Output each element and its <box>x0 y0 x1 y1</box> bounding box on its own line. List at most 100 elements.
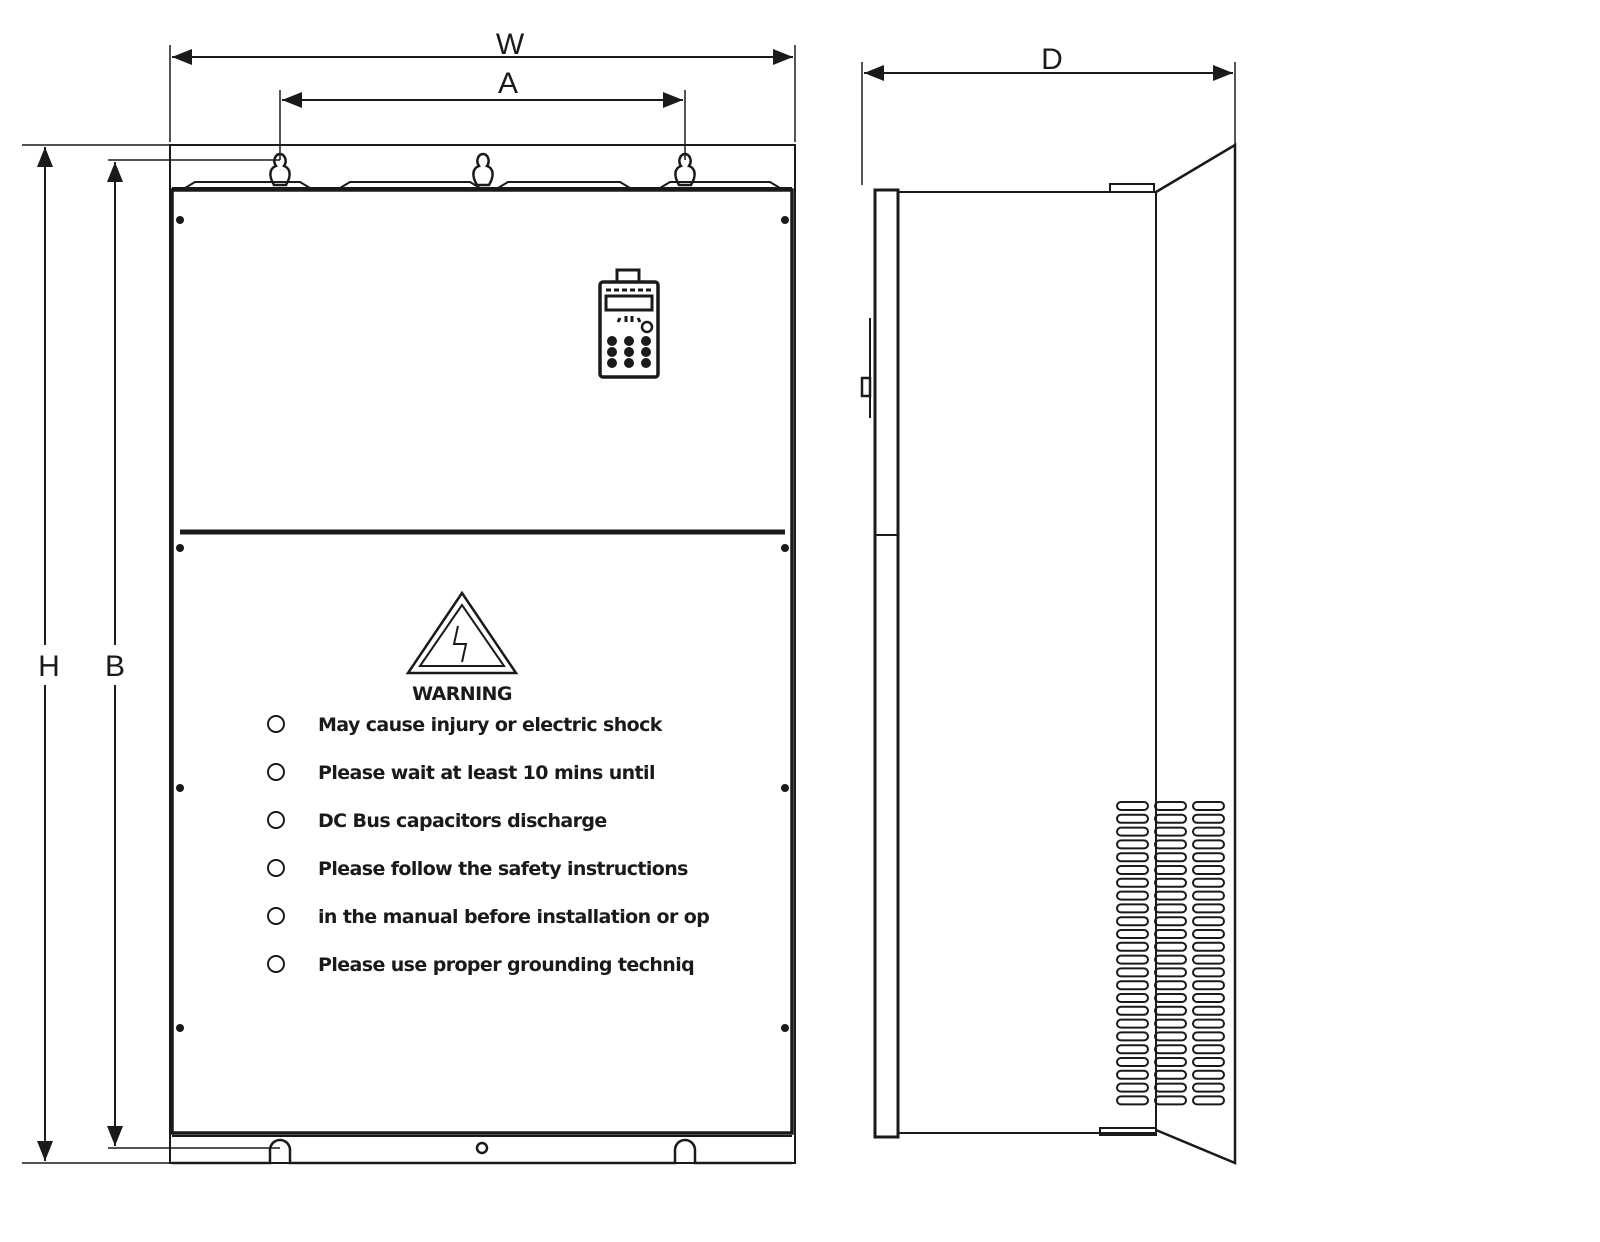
vent-slot <box>1116 1082 1149 1093</box>
bottom-plate <box>172 1135 792 1165</box>
vent-slot <box>1154 890 1187 901</box>
vent-slot <box>1154 1018 1187 1029</box>
bullet-icon <box>267 715 285 733</box>
vent-slot <box>1116 967 1149 978</box>
warning-lines: May cause injury or electric shockPlease… <box>267 714 710 976</box>
vent-slot <box>1116 801 1149 811</box>
bullet-icon <box>267 907 285 925</box>
vent-slot <box>1116 1057 1149 1067</box>
vent-slot <box>1192 877 1225 888</box>
vent-slot <box>1192 1082 1225 1093</box>
vent-slot <box>1116 1095 1149 1106</box>
vent-slot <box>1154 1082 1187 1093</box>
vent-slot <box>1154 865 1187 875</box>
dimension-d: D <box>861 43 1236 185</box>
bullet-icon <box>267 811 285 829</box>
vent-slot <box>1116 1005 1149 1016</box>
warning-line: in the manual before installation or op <box>318 906 709 928</box>
vent-slot <box>1116 877 1149 888</box>
vent-slot <box>1154 1005 1187 1016</box>
bullet-icon <box>267 763 285 781</box>
vent-slot <box>1192 980 1225 991</box>
dimension-b-label: B <box>105 650 125 683</box>
vent-slot <box>1192 890 1225 901</box>
vent-slot <box>1192 865 1225 875</box>
vent-slot <box>1116 813 1149 824</box>
dimension-a: A <box>279 67 686 160</box>
vent-slot <box>1116 916 1149 927</box>
panel-screws <box>176 216 789 1032</box>
dimension-h: H <box>22 144 170 1164</box>
vent-slot <box>1154 967 1187 978</box>
vent-slot <box>1116 993 1149 1003</box>
vent-slots <box>1116 801 1225 1106</box>
vent-slot <box>1192 852 1225 863</box>
vent-slot <box>1192 813 1225 824</box>
vent-slot <box>1116 852 1149 863</box>
vent-slot <box>1116 1031 1149 1042</box>
vent-slot <box>1154 1095 1187 1106</box>
vent-slot <box>1154 954 1187 965</box>
vent-slot <box>1154 1031 1187 1042</box>
vent-slot <box>1116 826 1149 837</box>
vent-slot <box>1154 839 1187 850</box>
warning-line: May cause injury or electric shock <box>318 714 663 736</box>
bullet-icon <box>267 859 285 877</box>
vent-slot <box>1154 1069 1187 1080</box>
vent-slot <box>1192 967 1225 978</box>
vent-slot <box>1116 941 1149 952</box>
vent-slot <box>1154 903 1187 914</box>
warning-line: Please use proper grounding techniq <box>318 954 694 976</box>
vent-slot <box>1116 980 1149 991</box>
vent-slot <box>1116 954 1149 965</box>
dimension-h-label: H <box>38 650 60 683</box>
warning-line: Please follow the safety instructions <box>318 858 688 880</box>
vent-slot <box>1154 852 1187 863</box>
vent-slot <box>1154 826 1187 837</box>
vent-slot <box>1192 1095 1225 1106</box>
vent-slot <box>1154 801 1187 811</box>
vent-slot <box>1192 1069 1225 1080</box>
vent-slot <box>1154 980 1187 991</box>
side-view <box>860 142 1237 1165</box>
vent-slot <box>1192 916 1225 927</box>
vent-slot <box>1192 1005 1225 1016</box>
vent-slot <box>1192 801 1225 811</box>
vent-slot <box>1116 890 1149 901</box>
high-voltage-warning-icon <box>405 590 519 675</box>
warning-line: DC Bus capacitors discharge <box>318 810 607 832</box>
mounting-keyholes <box>269 152 696 187</box>
warning-title: WARNING <box>412 683 512 705</box>
vent-slot <box>1116 1044 1149 1055</box>
dimension-w: W <box>169 28 796 142</box>
dimension-b: B <box>105 159 280 1149</box>
vent-slot <box>1154 877 1187 888</box>
vent-slot <box>1116 865 1149 875</box>
vent-slot <box>1192 941 1225 952</box>
vent-slot <box>1192 826 1225 837</box>
front-view: WARNING May cause injury or electric sho… <box>169 144 796 1165</box>
warning-line: Please wait at least 10 mins until <box>318 762 655 784</box>
vent-slot <box>1116 1018 1149 1029</box>
top-fan-grilles <box>184 181 781 189</box>
vent-slot <box>1154 929 1187 939</box>
vent-slot <box>1192 1044 1225 1055</box>
vent-slot <box>1192 954 1225 965</box>
vent-slot <box>1116 903 1149 914</box>
dimension-w-label: W <box>496 28 525 61</box>
vent-slot <box>1116 1069 1149 1080</box>
vent-slot <box>1154 1057 1187 1067</box>
vent-slot <box>1116 839 1149 850</box>
vent-slot <box>1116 929 1149 939</box>
vent-slot <box>1192 929 1225 939</box>
vent-slot <box>1154 941 1187 952</box>
keypad-icon <box>598 268 660 379</box>
vent-slot <box>1192 1018 1225 1029</box>
side-handle <box>860 376 872 398</box>
vent-slot <box>1154 1044 1187 1055</box>
dimension-a-label: A <box>498 67 518 100</box>
vent-slot <box>1192 1031 1225 1042</box>
vent-slot <box>1192 1057 1225 1067</box>
vent-slot <box>1192 993 1225 1003</box>
